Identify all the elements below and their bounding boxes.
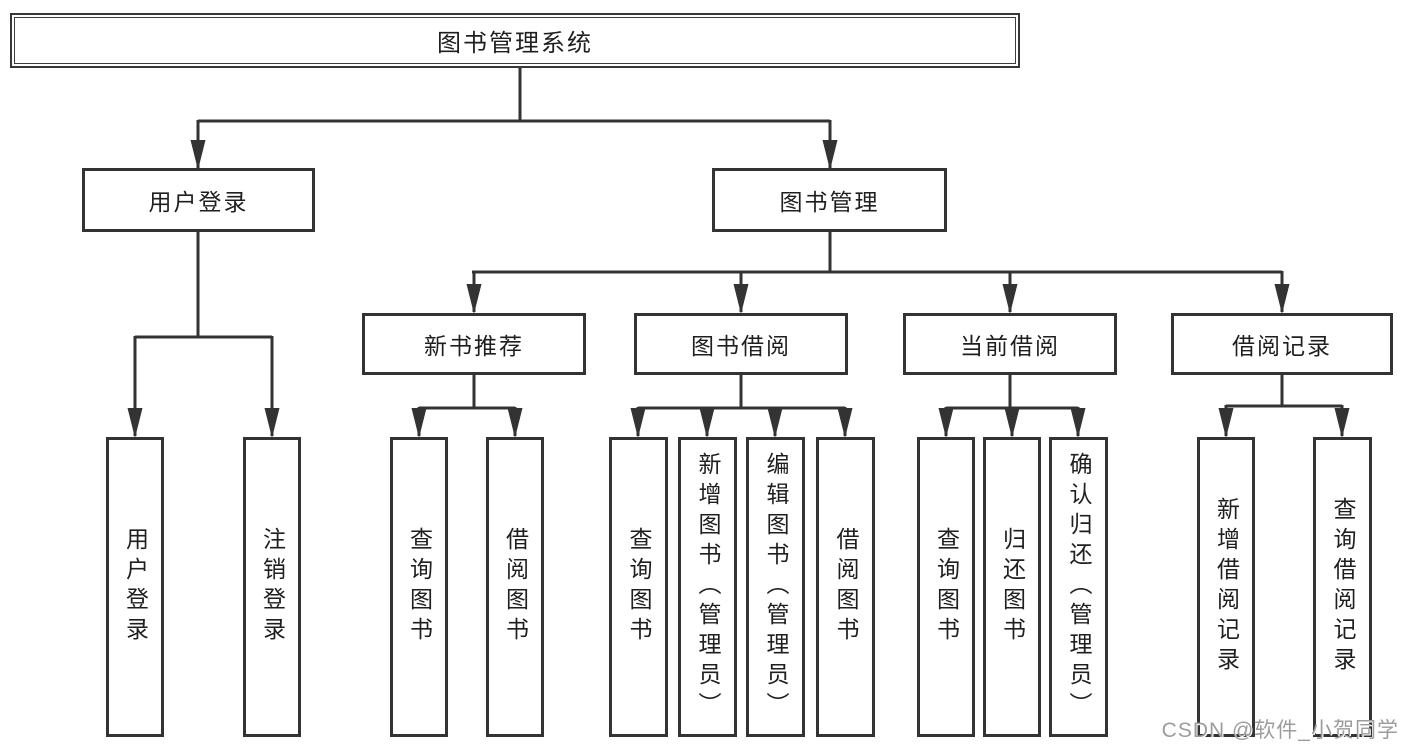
node-label: 查询借阅记录: [1330, 497, 1356, 677]
node-label: 借阅记录: [1232, 333, 1332, 359]
leaf-query-borrow-record: 查询借阅记录: [1313, 437, 1372, 737]
node-label: 查询图书: [406, 527, 433, 647]
node-label: 借阅图书: [502, 527, 529, 647]
leaf-query-books-current: 查询图书: [917, 437, 975, 737]
node-label: 确认归还（管理员）: [1066, 452, 1092, 722]
arrowhead-icon: [127, 140, 1350, 438]
node-label: 图书管理系统: [437, 30, 593, 57]
node-label: 图书管理: [779, 189, 880, 215]
node-label: 查询图书: [933, 527, 960, 647]
node-label: 注销登录: [259, 527, 286, 647]
connector-lines: [133, 68, 1344, 436]
watermark: CSDN @软件_小贺同学: [1161, 719, 1399, 742]
node-label: 用户登录: [122, 527, 149, 647]
node-current-borrowing: 当前借阅: [903, 313, 1117, 375]
leaf-query-books-recommend: 查询图书: [390, 437, 448, 737]
leaf-add-books-admin: 新增图书（管理员）: [678, 437, 737, 737]
node-label: 借阅图书: [833, 527, 859, 647]
node-label: 新增图书（管理员）: [695, 452, 721, 722]
node-borrowing-records: 借阅记录: [1171, 313, 1393, 375]
node-label: 新增借阅记录: [1213, 497, 1240, 677]
node-user-login: 用户登录: [82, 168, 315, 232]
leaf-borrow-books-borrowing: 借阅图书: [816, 437, 875, 737]
node-label: 新书推荐: [424, 333, 524, 359]
leaf-logout: 注销登录: [243, 437, 301, 737]
node-label: 当前借阅: [960, 333, 1060, 359]
leaf-return-books: 归还图书: [983, 437, 1041, 737]
node-label: 图书借阅: [691, 333, 791, 359]
leaf-confirm-return-admin: 确认归还（管理员）: [1049, 437, 1108, 737]
leaf-query-books-borrowing: 查询图书: [609, 437, 668, 737]
node-label: 归还图书: [999, 527, 1026, 647]
node-new-book-recommend: 新书推荐: [362, 313, 586, 375]
leaf-edit-books-admin: 编辑图书（管理员）: [746, 437, 805, 737]
node-book-borrowing: 图书借阅: [634, 313, 848, 375]
node-library-management-system: 图书管理系统: [10, 13, 1020, 68]
node-book-management: 图书管理: [712, 168, 947, 232]
node-label: 用户登录: [148, 189, 249, 215]
leaf-add-borrow-record: 新增借阅记录: [1197, 437, 1255, 737]
leaf-borrow-books-recommend: 借阅图书: [486, 437, 544, 737]
node-label: 查询图书: [626, 527, 652, 647]
node-label: 编辑图书（管理员）: [763, 452, 789, 722]
leaf-user-login: 用户登录: [106, 437, 164, 737]
